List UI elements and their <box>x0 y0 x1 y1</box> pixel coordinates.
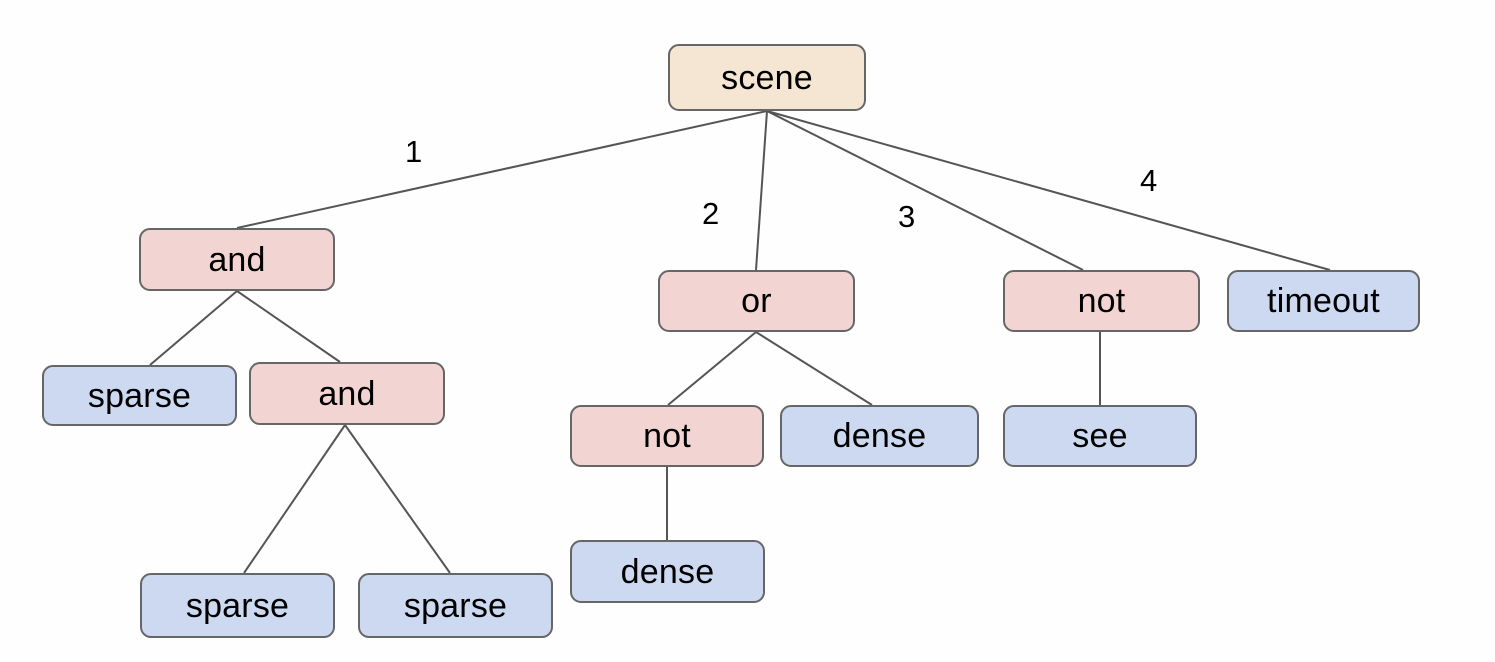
tree-edge <box>766 110 1084 271</box>
tree-node-label: dense <box>832 417 927 455</box>
tree-node-timeout1[interactable]: timeout <box>1227 270 1420 332</box>
tree-node-label: timeout <box>1267 282 1380 320</box>
edge-label-4: 4 <box>1140 163 1158 198</box>
tree-node-label: sparse <box>185 586 290 625</box>
tree-node-not2[interactable]: not <box>570 405 764 467</box>
tree-edge <box>755 110 768 271</box>
tree-node-label: and <box>208 240 266 279</box>
tree-edge <box>236 290 341 363</box>
tree-node-or1[interactable]: or <box>658 270 855 332</box>
tree-edge <box>667 331 757 406</box>
tree-edge <box>149 290 238 366</box>
edge-label-3: 3 <box>898 199 916 234</box>
tree-node-sparse2[interactable]: sparse <box>140 573 335 638</box>
tree-node-label: and <box>318 374 376 413</box>
tree-edge <box>344 424 451 574</box>
tree-node-and2[interactable]: and <box>249 362 445 425</box>
tree-node-scene[interactable]: scene <box>668 44 866 111</box>
tree-node-sparse1[interactable]: sparse <box>42 365 237 426</box>
tree-edge <box>755 331 873 406</box>
tree-node-label: dense <box>620 552 715 591</box>
tree-node-label: see <box>1072 417 1128 455</box>
tree-node-sparse3[interactable]: sparse <box>358 573 553 638</box>
tree-node-label: sparse <box>403 586 508 625</box>
tree-node-dense2[interactable]: dense <box>570 540 765 603</box>
tree-edge <box>236 110 768 229</box>
tree-edge <box>766 110 1331 271</box>
tree-node-see1[interactable]: see <box>1003 405 1197 467</box>
tree-edge <box>243 424 346 574</box>
tree-node-dense1[interactable]: dense <box>780 405 979 467</box>
tree-node-label: not <box>643 417 691 455</box>
edge-label-2: 2 <box>702 196 720 231</box>
tree-node-label: sparse <box>87 376 192 415</box>
tree-node-and1[interactable]: and <box>139 228 335 291</box>
tree-node-label: scene <box>721 58 813 97</box>
tree-node-not1[interactable]: not <box>1003 270 1200 332</box>
edge-label-1: 1 <box>405 134 423 169</box>
tree-node-label: not <box>1077 282 1126 320</box>
tree-node-label: or <box>741 282 772 320</box>
